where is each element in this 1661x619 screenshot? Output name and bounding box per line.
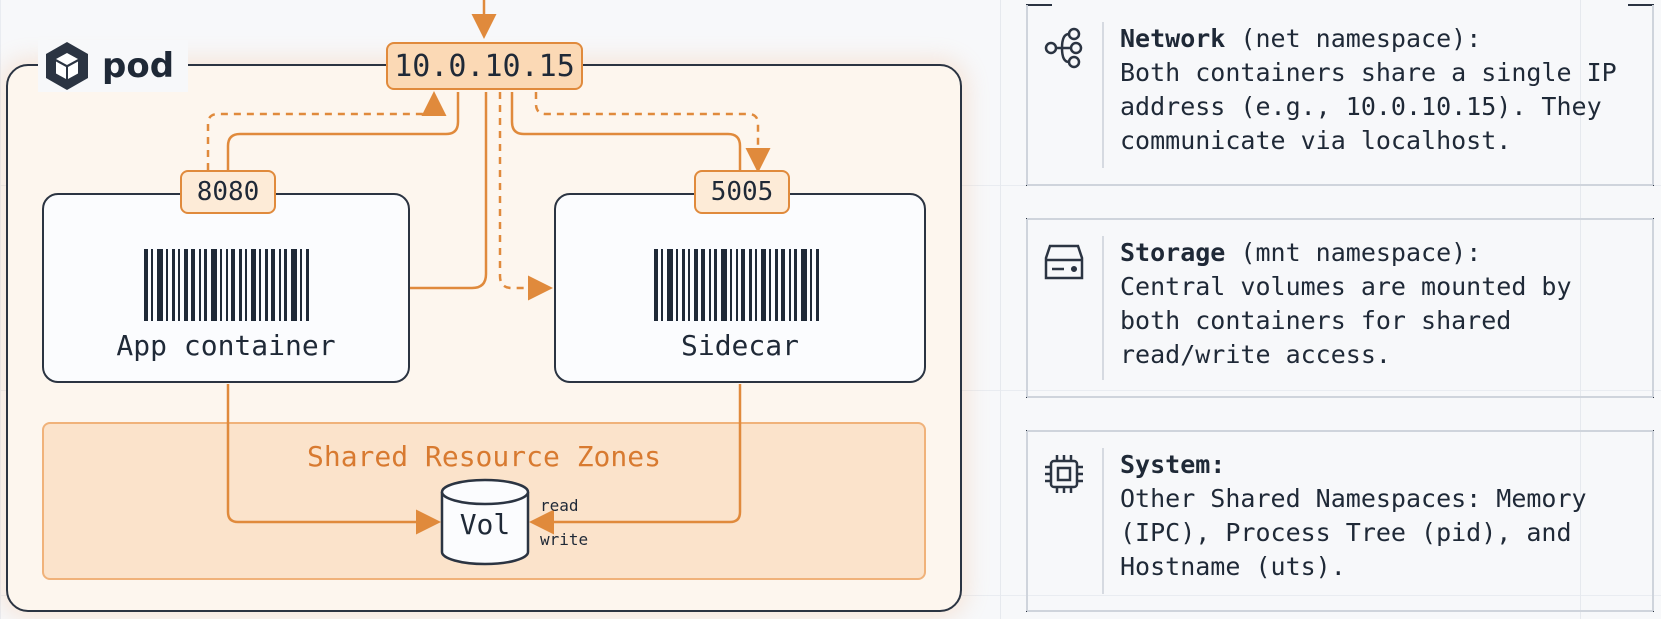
barcode-bar xyxy=(682,249,685,321)
barcode-bar xyxy=(204,249,207,321)
barcode-bar xyxy=(231,249,235,321)
barcode-bar xyxy=(245,249,247,321)
barcode-bar xyxy=(816,249,819,321)
barcode-bar xyxy=(794,249,797,321)
network-panel-body: Network (net namespace): Both containers… xyxy=(1120,22,1640,158)
sidecar-label: Sidecar xyxy=(680,329,799,362)
barcode-bar xyxy=(810,249,812,321)
barcode-bar xyxy=(761,249,766,321)
network-subtitle: (net namespace): xyxy=(1240,24,1482,53)
sidecar-port-badge: 5005 xyxy=(694,170,790,214)
write-label: write xyxy=(540,530,589,549)
storage-icon xyxy=(1044,244,1084,280)
barcode-bar xyxy=(769,249,771,321)
volume-label: Vol xyxy=(459,508,511,541)
barcode-bar xyxy=(157,249,163,321)
barcode-bar xyxy=(199,249,201,321)
barcode-bar xyxy=(741,249,745,321)
barcode-bar xyxy=(755,249,757,321)
barcode-bar xyxy=(291,249,297,321)
barcode-bar xyxy=(714,249,717,321)
barcode-bar xyxy=(184,249,188,321)
barcode-bar xyxy=(172,249,175,321)
app-container: App container xyxy=(42,193,410,383)
pod-cube-icon xyxy=(46,42,88,90)
barcode-bar xyxy=(709,249,711,321)
barcode-bar xyxy=(789,249,791,321)
sidecar-barcode xyxy=(654,249,822,321)
barcode-bar xyxy=(220,249,222,321)
storage-title: Storage xyxy=(1120,238,1226,267)
barcode-bar xyxy=(306,249,309,321)
storage-subtitle: (mnt namespace): xyxy=(1240,238,1482,267)
barcode-bar xyxy=(736,249,738,321)
app-container-label: App container xyxy=(116,329,336,362)
barcode-bar xyxy=(667,249,673,321)
barcode-bar xyxy=(688,249,690,321)
network-icon xyxy=(1044,27,1083,69)
barcode-bar xyxy=(676,249,678,321)
barcode-bar xyxy=(694,249,698,321)
barcode-bar xyxy=(178,249,180,321)
pod-ip-badge: 10.0.10.15 xyxy=(386,42,583,90)
barcode-bar xyxy=(701,249,705,321)
barcode-bar xyxy=(239,249,242,321)
storage-panel: Storage (mnt namespace): Central volumes… xyxy=(1026,218,1654,398)
barcode-bar xyxy=(300,249,302,321)
barcode-bar xyxy=(801,249,807,321)
barcode-bar xyxy=(730,249,732,321)
panel-bracket xyxy=(1026,430,1654,612)
barcode-bar xyxy=(259,249,261,321)
barcode-bar xyxy=(661,249,663,321)
panel-divider xyxy=(1102,236,1104,380)
chip-icon xyxy=(1045,455,1083,493)
system-description: Other Shared Namespaces: Memory (IPC), P… xyxy=(1120,484,1587,581)
panel-divider xyxy=(1102,448,1104,594)
system-title: System: xyxy=(1120,450,1226,479)
grid-line xyxy=(1580,0,1581,619)
barcode-bar xyxy=(749,249,752,321)
sidecar-container: Sidecar xyxy=(554,193,926,383)
barcode-bar xyxy=(166,249,168,321)
barcode-bar xyxy=(151,249,153,321)
barcode-bar xyxy=(781,249,785,321)
pod-label: pod xyxy=(38,40,189,92)
storage-panel-body: Storage (mnt namespace): Central volumes… xyxy=(1120,236,1640,372)
grid-line xyxy=(1000,0,1001,619)
panel-bracket xyxy=(1026,218,1654,398)
read-label: read xyxy=(540,496,579,515)
barcode-bar xyxy=(271,249,275,321)
barcode-bar xyxy=(211,249,217,321)
system-panel-body: System: Other Shared Namespaces: Memory … xyxy=(1120,448,1640,584)
barcode-bar xyxy=(191,249,195,321)
shared-resource-zone: Shared Resource Zones xyxy=(42,422,926,580)
pod-title: pod xyxy=(102,46,175,86)
shared-zone-title: Shared Resource Zones xyxy=(306,440,661,473)
barcode-bar xyxy=(775,249,778,321)
panel-divider xyxy=(1102,22,1104,168)
panel-bracket xyxy=(1026,4,1654,186)
network-description: Both containers share a single IP addres… xyxy=(1120,58,1617,155)
barcode-bar xyxy=(284,249,287,321)
barcode-bar xyxy=(721,249,727,321)
barcode-bar xyxy=(144,249,148,321)
storage-description: Central volumes are mounted by both cont… xyxy=(1120,272,1572,369)
barcode-bar xyxy=(251,249,256,321)
barcode-bar xyxy=(654,249,658,321)
network-title: Network xyxy=(1120,24,1226,53)
network-panel: Network (net namespace): Both containers… xyxy=(1026,4,1654,186)
app-barcode xyxy=(144,249,312,321)
barcode-bar xyxy=(279,249,281,321)
barcode-bar xyxy=(265,249,268,321)
system-panel: System: Other Shared Namespaces: Memory … xyxy=(1026,430,1654,612)
barcode-bar xyxy=(226,249,228,321)
app-port-badge: 8080 xyxy=(180,170,276,214)
